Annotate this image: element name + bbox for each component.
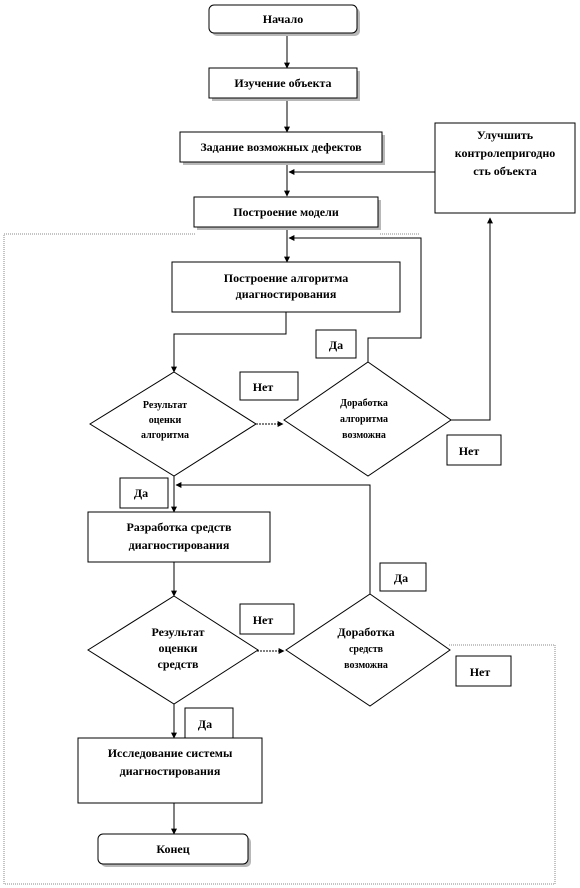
label-no-means-fix: Нет: [455, 655, 512, 687]
label-no-algo-fix-text: Нет: [459, 444, 480, 458]
start-node: Начало: [208, 4, 360, 36]
algo-result-decision: Результат оценки алгоритма: [89, 371, 257, 477]
model-label: Построение модели: [233, 205, 339, 219]
means-fix-label-3: возможна: [344, 660, 388, 671]
outer-frame: [3, 233, 556, 885]
study-node: Изучение объекта: [208, 67, 360, 101]
label-no-means-result-text: Нет: [253, 613, 274, 627]
label-yes-means-result: Да: [184, 707, 234, 739]
research-node: Исследование системы диагностирования: [77, 737, 263, 804]
algo-fix-label-2: алгоритма: [340, 414, 388, 425]
edge-labels: Да Нет Нет Да Да Нет Нет Да: [119, 329, 512, 739]
label-no-means-result: Нет: [239, 603, 295, 635]
algo-result-label-3: алгоритма: [141, 430, 189, 441]
means-label-2: диагностирования: [129, 538, 230, 552]
edges: [171, 35, 493, 835]
label-no-means-fix-text: Нет: [470, 665, 491, 679]
improve-node: Улучшить контролепригодно сть объекта: [434, 122, 576, 214]
improve-label-3: сть объекта: [473, 164, 537, 178]
algo-node: Построение алгоритма диагностирования: [171, 261, 401, 313]
defects-label: Задание возможных дефектов: [200, 140, 362, 154]
algo-label-2: диагностирования: [236, 287, 337, 301]
means-fix-label-1: Доработка: [337, 625, 394, 639]
means-fix-decision: Доработка средств возможна: [285, 593, 451, 707]
algo-result-label-1: Результат: [143, 400, 187, 411]
improve-label-2: контролепригодно: [455, 146, 556, 160]
label-no-algo-fix: Нет: [446, 434, 502, 466]
means-result-label-2: оценки: [159, 641, 198, 655]
means-label-1: Разработка средств: [126, 520, 232, 534]
means-result-decision: Результат оценки средств: [87, 595, 259, 705]
label-yes-means-fix: Да: [379, 562, 427, 592]
study-label: Изучение объекта: [234, 76, 331, 90]
improve-label-1: Улучшить: [477, 128, 534, 142]
label-yes-means-result-text: Да: [198, 717, 212, 731]
algo-fix-label-3: возможна: [342, 430, 386, 441]
algo-result-label-2: оценки: [149, 415, 182, 426]
start-label: Начало: [263, 12, 303, 26]
label-no-algo-result-text: Нет: [253, 380, 274, 394]
algo-fix-decision: Доработка алгоритма возможна: [283, 361, 452, 477]
research-label-2: диагностирования: [120, 764, 221, 778]
means-result-label-3: средств: [158, 657, 199, 671]
means-result-label-1: Результат: [151, 625, 204, 639]
label-yes-means-fix-text: Да: [394, 571, 408, 585]
label-yes-algo-result: Да: [119, 477, 169, 509]
model-node: Построение модели: [193, 196, 381, 230]
research-label-1: Исследование системы: [108, 746, 233, 760]
label-yes-algo-fix: Да: [315, 329, 357, 359]
end-node: Конец: [97, 833, 251, 867]
end-label: Конец: [156, 842, 189, 856]
label-no-algo-result: Нет: [239, 371, 299, 401]
means-node: Разработка средств диагностирования: [87, 511, 271, 563]
algo-label-1: Построение алгоритма: [224, 271, 348, 285]
algo-fix-label-1: Доработка: [340, 398, 388, 409]
means-fix-label-2: средств: [349, 644, 384, 655]
label-yes-algo-result-text: Да: [134, 486, 148, 500]
defects-node: Задание возможных дефектов: [179, 131, 385, 165]
label-yes-algo-fix-text: Да: [329, 338, 343, 352]
